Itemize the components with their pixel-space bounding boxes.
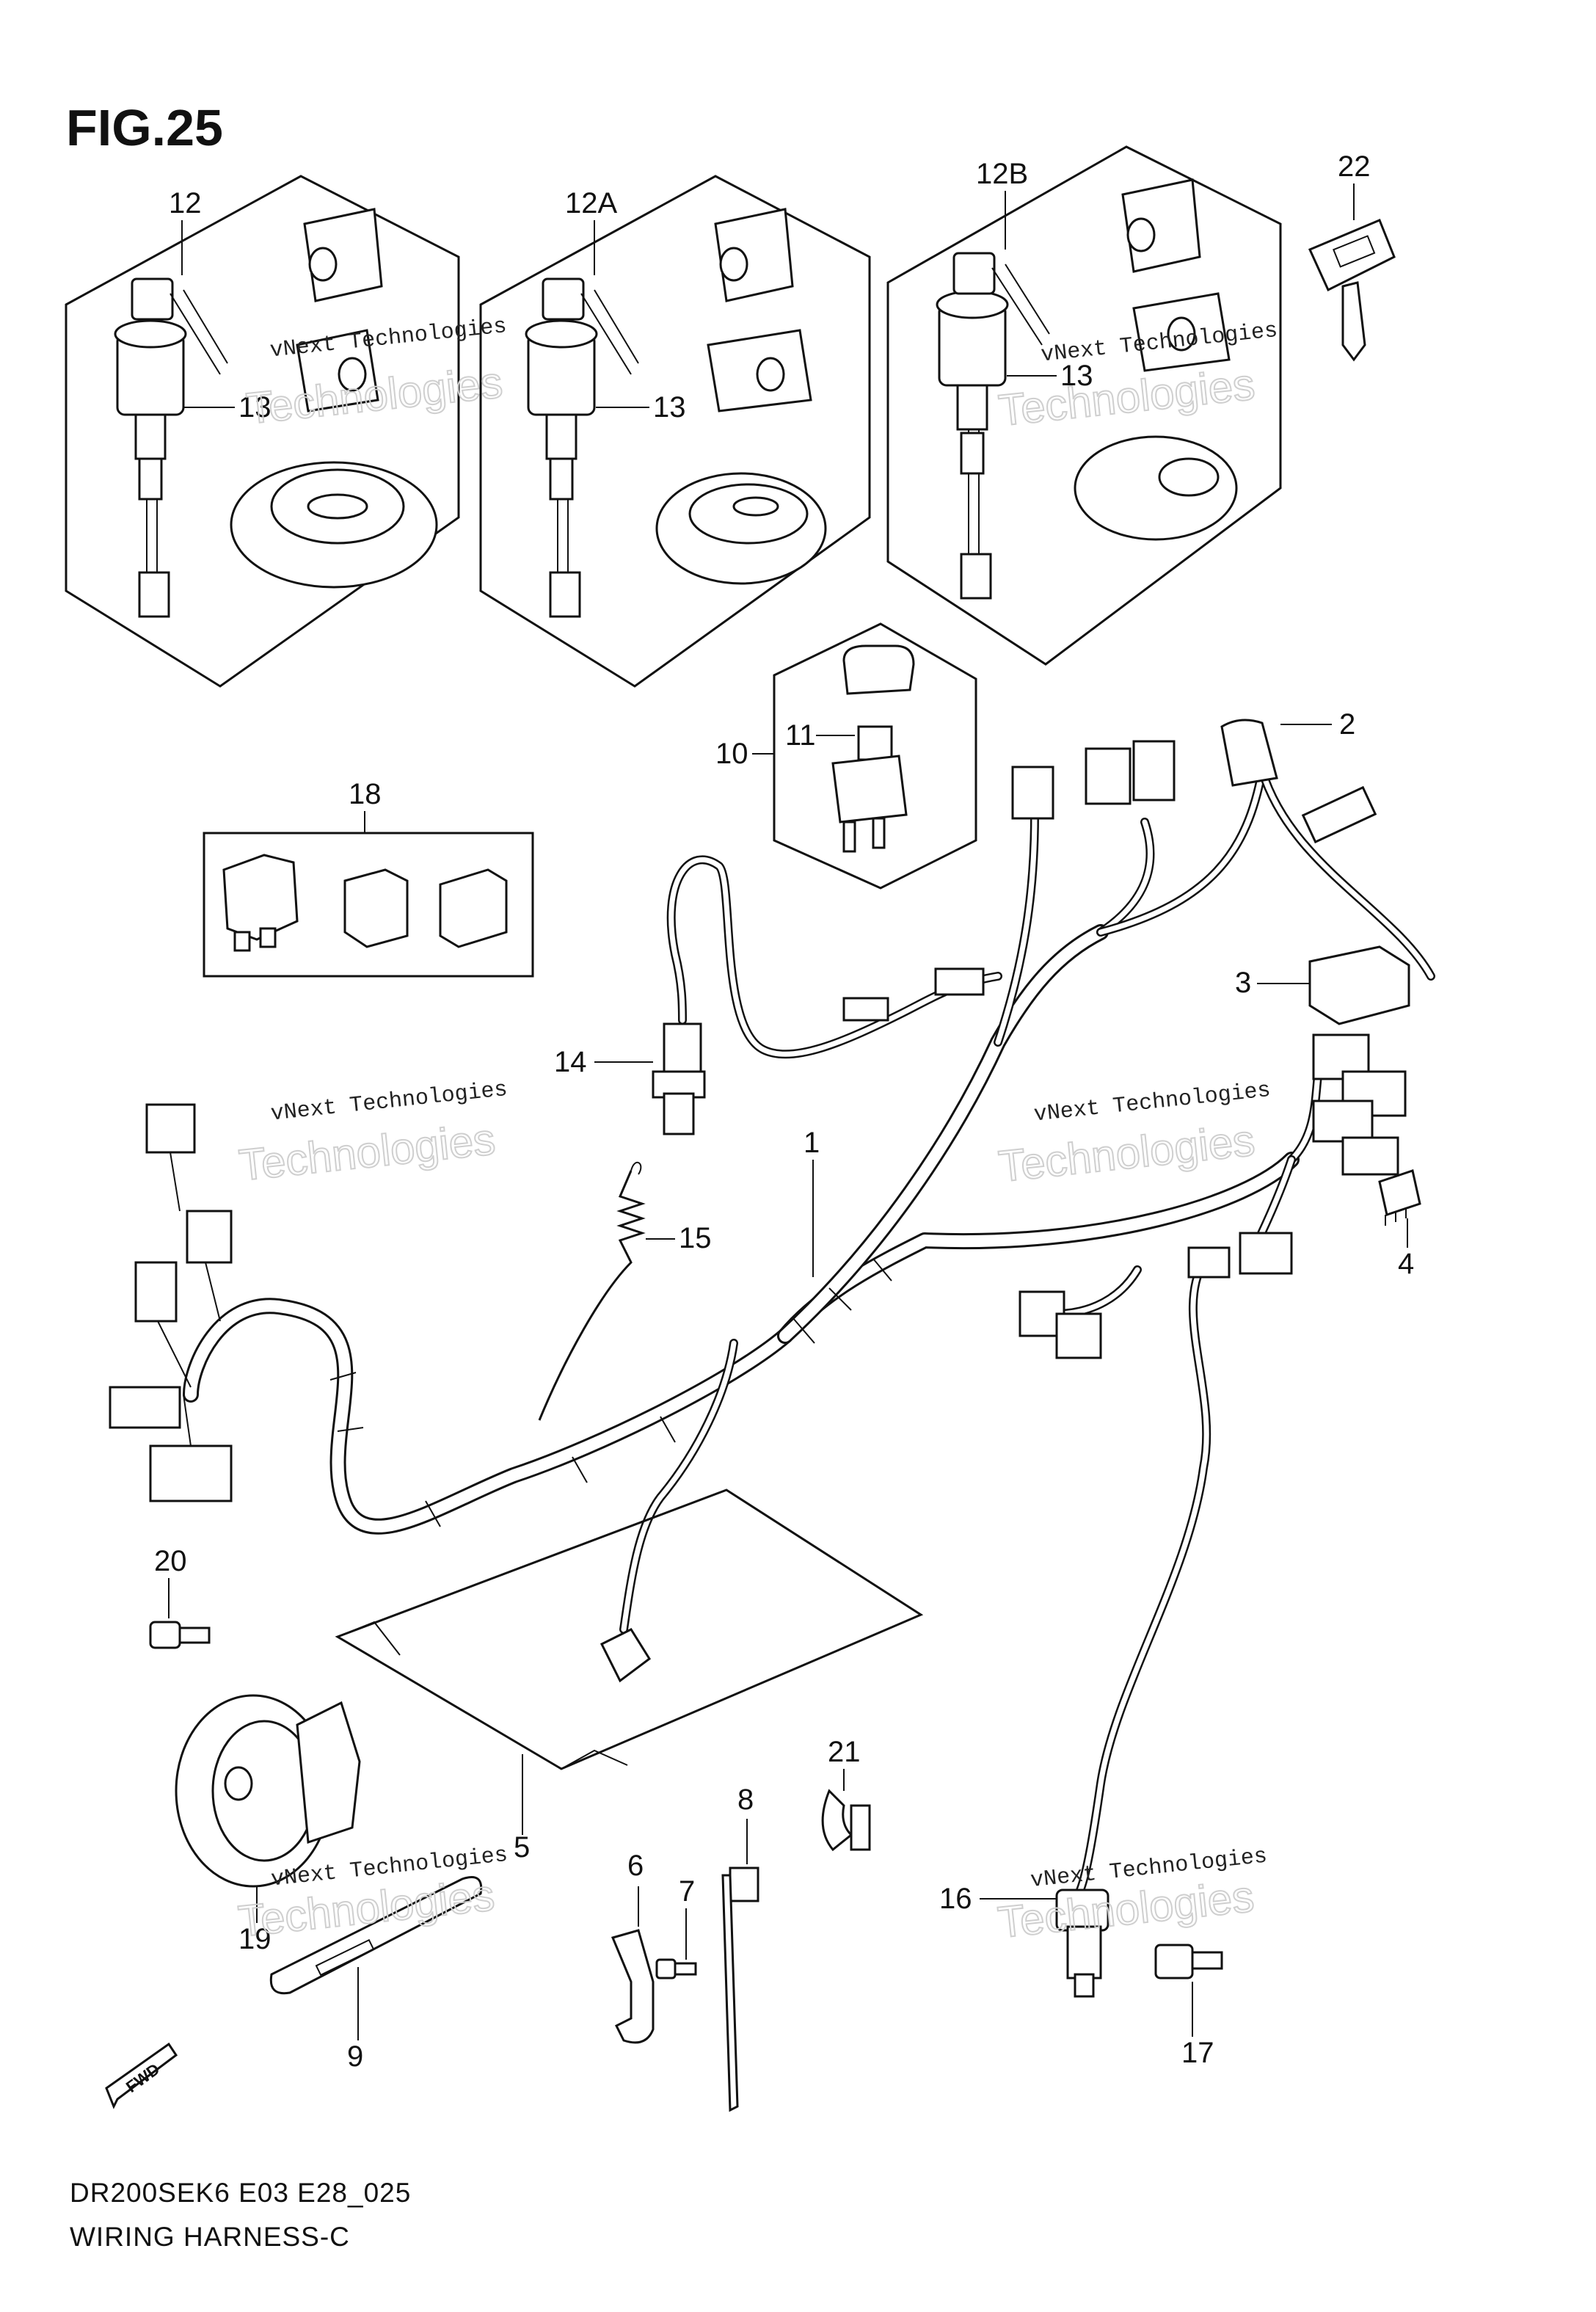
figure-name: WIRING HARNESS-C [70,2222,350,2252]
callout-20: 20 [154,1545,187,1577]
part-9-band [269,1876,483,1995]
part-17-screw [1154,1944,1223,1980]
fwd-arrow: FWD [105,2042,178,2109]
group-18-connector-set [203,832,534,978]
callout-12b: 12B [976,158,1028,190]
svg-text:vNext Technologies: vNext Technologies [269,314,508,364]
part-4-coupler [1378,1169,1421,1226]
svg-text:Technologies: Technologies [996,360,1257,435]
callout-11: 11 [785,719,816,752]
callout-2: 2 [1339,708,1355,741]
part-19-horn [175,1694,361,1888]
callout-15: 15 [679,1222,712,1254]
watermark-3: vNext Technologies Technologies [236,1077,509,1190]
callout-14: 14 [554,1046,587,1078]
part-8-cable-tie [721,1866,759,2112]
part-15-spring [538,1161,646,1421]
callout-8: 8 [737,1784,754,1816]
callout-4: 4 [1398,1248,1414,1280]
callout-12a: 12A [565,187,617,219]
callout-22: 22 [1338,150,1371,183]
group-10-starter-relay [773,622,977,890]
callout-13-c: 13 [1060,360,1093,392]
group-12-ignition-set [65,175,460,688]
watermark-4: vNext Technologies Technologies [996,1078,1272,1192]
callout-6: 6 [627,1850,644,1882]
part-7-screw [655,1958,697,1980]
callout-21: 21 [828,1736,861,1768]
group-12b-ignition-set [886,145,1282,666]
callout-12: 12 [169,187,202,219]
wiring-harness-part-1 [109,719,1435,1898]
callout-3: 3 [1235,967,1251,999]
part-14-brake-switch [652,1022,706,1135]
part-16-stop-switch [1055,1889,1109,1998]
callout-5: 5 [514,1831,530,1864]
part-20-bolt [149,1621,211,1649]
callout-19: 19 [238,1923,272,1955]
callout-10: 10 [715,738,748,770]
callout-18: 18 [349,778,382,810]
part-6-clamp [611,1929,655,2044]
callout-13-b: 13 [653,391,686,423]
watermark-6: vNext Technologies Technologies [995,1844,1269,1948]
figure-title: FIG.25 [66,99,223,156]
callout-16: 16 [939,1883,972,1915]
callout-7: 7 [679,1875,695,1908]
callout-17: 17 [1181,2037,1214,2069]
group-12a-ignition-set [479,175,871,688]
figure-code: DR200SEK6 E03 E28_025 [70,2178,411,2208]
key-part-22 [1308,219,1396,362]
callout-13-a: 13 [238,391,272,423]
callout-1: 1 [804,1127,820,1159]
svg-text:Technologies: Technologies [244,357,505,433]
callout-9: 9 [347,2040,363,2073]
watermark-1: vNext Technologies Technologies [244,314,509,434]
part-5-insulation-sheet [335,1488,924,1770]
part-21-clip [821,1789,871,1852]
